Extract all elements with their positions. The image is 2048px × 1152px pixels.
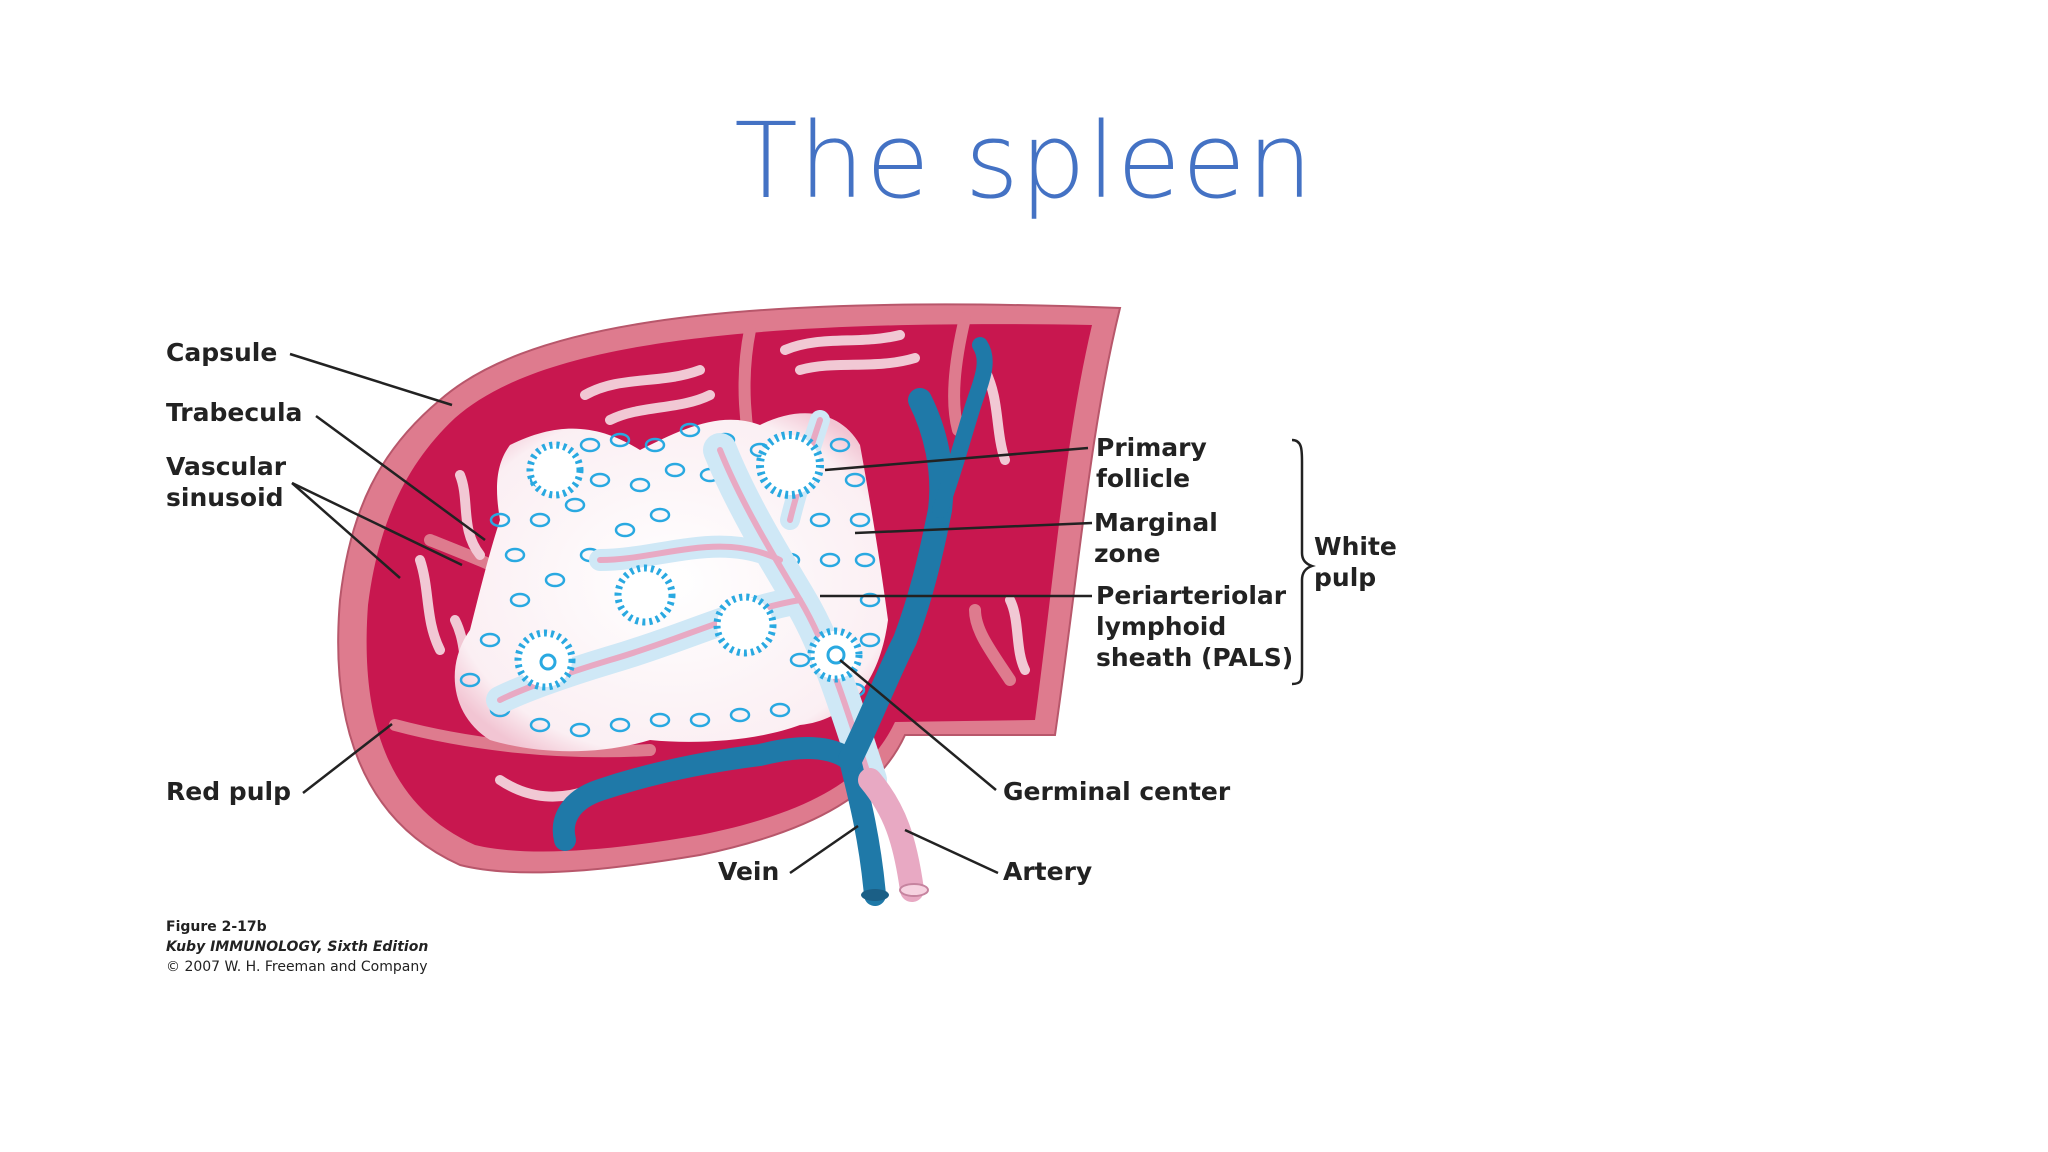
label-trabecula: Trabecula xyxy=(166,398,303,427)
figure-credit: Figure 2-17b Kuby IMMUNOLOGY, Sixth Edit… xyxy=(166,917,428,977)
follicles xyxy=(514,431,863,691)
slide-title: The spleen xyxy=(734,100,1314,222)
book-title: Kuby IMMUNOLOGY, Sixth Edition xyxy=(166,939,429,955)
label-marginal-zone: Marginal zone xyxy=(1094,508,1218,568)
primary-follicle xyxy=(756,431,824,499)
label-red-pulp: Red pulp xyxy=(166,777,291,806)
figure-number: Figure 2-17b xyxy=(166,919,267,935)
leader-lines xyxy=(289,352,1316,875)
germinal-center xyxy=(807,627,863,683)
label-artery: Artery xyxy=(1003,857,1093,886)
label-vascular-sinusoid: Vascular sinusoid xyxy=(166,452,287,512)
label-germinal-center: Germinal center xyxy=(1003,777,1231,806)
copyright-notice: © 2007 W. H. Freeman and Company xyxy=(166,959,428,975)
label-primary-follicle: Primary follicle xyxy=(1096,433,1207,493)
artery-vessel xyxy=(858,768,924,902)
label-capsule: Capsule xyxy=(166,338,278,367)
label-white-pulp: White pulp xyxy=(1314,532,1397,592)
label-vein: Vein xyxy=(718,857,780,886)
label-pals: Periarteriolar lymphoid sheath (PALS) xyxy=(1096,581,1294,672)
vein-vessel xyxy=(552,337,993,906)
